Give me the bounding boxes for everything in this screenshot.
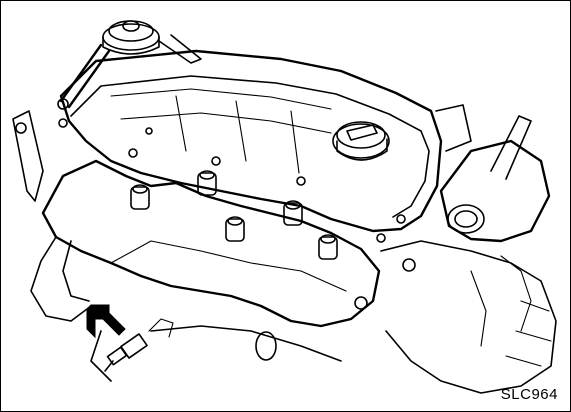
arrow-pointer-icon xyxy=(86,304,126,339)
temperature-sensor xyxy=(104,318,174,372)
top-valve-assembly xyxy=(57,20,202,110)
engine-block xyxy=(90,240,557,394)
figure-code: SLC964 xyxy=(500,386,558,403)
rocker-cover xyxy=(58,49,443,233)
oil-filler-cap xyxy=(332,121,390,161)
right-pipe xyxy=(435,104,551,243)
manifold xyxy=(30,159,416,328)
left-bracket xyxy=(12,110,44,202)
